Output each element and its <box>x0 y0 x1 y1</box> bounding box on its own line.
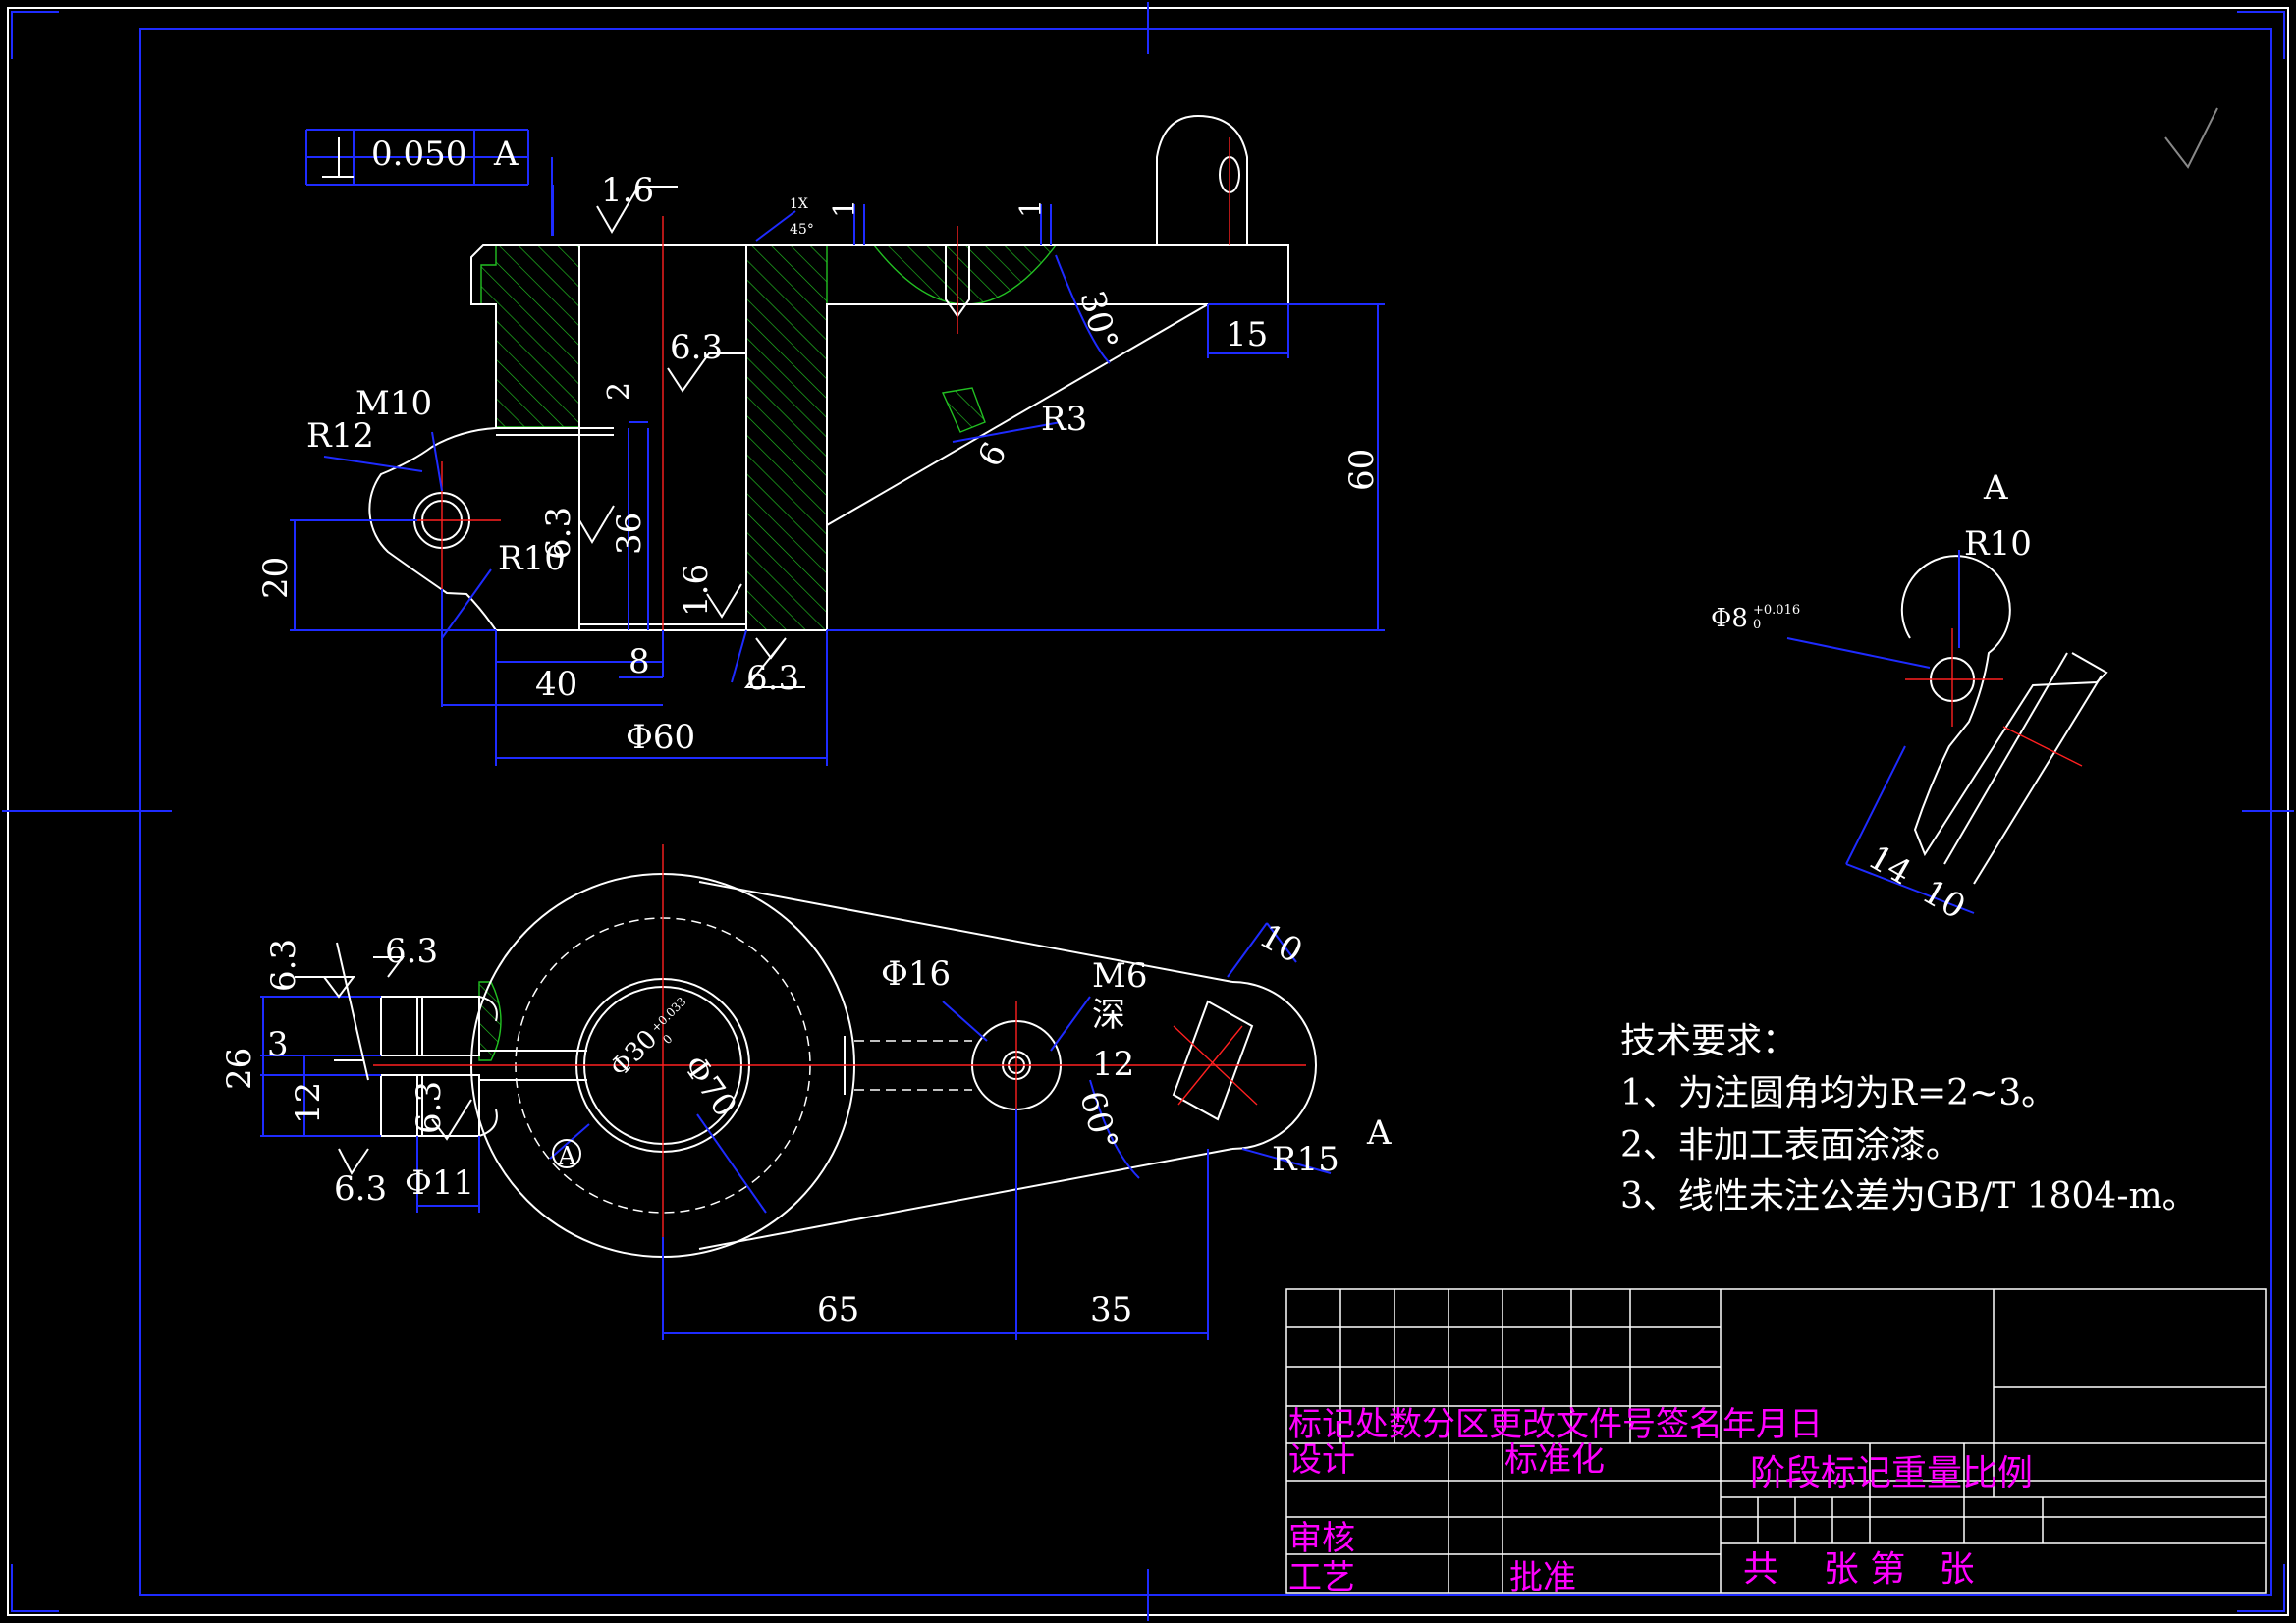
hatch-lug <box>478 981 502 1061</box>
tolerance-datum: A <box>493 135 519 174</box>
top-view <box>290 114 1385 766</box>
tech-title: 技术要求： <box>1620 1021 1797 1061</box>
hatch-hole <box>872 244 1058 305</box>
tech-item-2: 2、非加工表面涂漆。 <box>1620 1125 1961 1165</box>
dim-36: 36 <box>610 513 649 555</box>
bv-dim-26: 26 <box>220 1048 259 1090</box>
bv-dim-65: 65 <box>817 1290 859 1329</box>
r10-label: R10 <box>498 539 566 578</box>
bv-phi16: Φ16 <box>881 954 951 994</box>
chamfer-angle: 45° <box>790 222 814 238</box>
bv-phi30-tol-up: +0.033 <box>648 995 688 1035</box>
view-a: A R10 Φ8 +0.016 0 14 10 <box>1711 468 2108 927</box>
r12-label: R12 <box>306 416 374 456</box>
bv-deep: 深 <box>1092 996 1125 1035</box>
hatch-rib <box>941 387 986 433</box>
tech-item-3: 3、线性未注公差为GB/T 1804-m。 <box>1620 1176 2198 1217</box>
outer-frame <box>7 7 2289 1616</box>
bv-phi30: Φ30 <box>605 1024 664 1083</box>
m10-label: M10 <box>355 384 432 423</box>
bv-angle-60: 60° <box>1071 1087 1124 1155</box>
bv-roughness-top: 6.3 <box>385 932 438 971</box>
tb-row-headers: 标记处数分区更改文件号签名年月日 <box>1288 1405 1823 1444</box>
view-a-outline <box>1900 555 2108 857</box>
dim-1-right: 1 <box>1014 199 1049 218</box>
dim-40: 40 <box>535 665 577 704</box>
roughness-16-b: 1.6 <box>677 564 716 617</box>
bv-m6: M6 <box>1092 956 1147 996</box>
bv-roughness-left: 6.3 <box>264 939 303 992</box>
dim-2: 2 <box>602 382 636 401</box>
dim-60: 60 <box>1342 449 1382 491</box>
bv-roughness-mid: 6.3 <box>410 1081 449 1134</box>
view-a-phi8: Φ8 <box>1711 604 1748 633</box>
r3-label: R3 <box>1041 400 1087 439</box>
bv-dim-12: 12 <box>289 1082 328 1124</box>
dim-8: 8 <box>629 642 650 681</box>
dim-1-left: 1 <box>828 199 862 218</box>
roughness-63-c: 6.3 <box>746 659 799 698</box>
corner-check-icon <box>2164 107 2218 169</box>
dim-15: 15 <box>1226 315 1268 354</box>
tolerance-value: 0.050 <box>371 135 466 174</box>
roughness-63-a: 6.3 <box>670 328 723 367</box>
bv-dim-3: 3 <box>267 1025 289 1064</box>
tb-approve: 批准 <box>1509 1558 1576 1597</box>
bottom-view <box>260 844 1332 1340</box>
roughness-63-b: 6.3 <box>539 507 578 560</box>
bv-phi70: Φ70 <box>676 1049 744 1124</box>
tb-process: 工艺 <box>1288 1558 1355 1597</box>
view-a-label: A <box>1983 468 2008 508</box>
top-view-labels: 0.050 A 1.6 1X 45° 1 1 30° 15 60 6.3 2 M… <box>256 135 1382 757</box>
view-a-dim-14: 14 <box>1862 838 1918 893</box>
tech-requirements: 技术要求： 1、为注圆角均为R=2~3。 2、非加工表面涂漆。 3、线性未注公差… <box>1620 1021 2198 1217</box>
view-a-dim-10: 10 <box>1916 872 1972 927</box>
view-a-r10: R10 <box>1964 524 2032 564</box>
phi60-label: Φ60 <box>626 718 695 757</box>
bv-roughness-bottom: 6.3 <box>334 1169 387 1209</box>
dim-6: 6 <box>970 436 1014 474</box>
roughness-top: 1.6 <box>601 171 654 210</box>
tb-stage-weight-ratio: 阶段标记重量比例 <box>1750 1453 2033 1493</box>
bv-dim-35: 35 <box>1090 1290 1132 1329</box>
tb-design: 设计 <box>1288 1440 1355 1480</box>
lug <box>1156 114 1248 245</box>
bv-arrow-a: A <box>1366 1113 1392 1153</box>
title-block: 标记处数分区更改文件号签名年月日 设计 标准化 阶段标记重量比例 审核 工艺 批… <box>1285 1288 2267 1597</box>
dim-20: 20 <box>256 557 296 599</box>
view-a-phi8-tol-up: +0.016 <box>1753 603 1800 618</box>
bv-deep-12: 12 <box>1092 1045 1134 1084</box>
chamfer-label: 1X <box>790 196 808 212</box>
bv-r15: R15 <box>1272 1140 1339 1179</box>
tb-sheets: 共 张 第 张 <box>1743 1549 1975 1590</box>
view-a-phi8-tol-low: 0 <box>1753 618 1761 632</box>
bv-label-a-circle: A <box>557 1142 577 1171</box>
tb-standardize: 标准化 <box>1504 1440 1605 1480</box>
arm-end <box>1231 981 1317 1150</box>
tech-item-1: 1、为注圆角均为R=2~3。 <box>1620 1073 2056 1113</box>
bv-dim-10: 10 <box>1253 916 1309 971</box>
angle-30: 30° <box>1071 287 1124 354</box>
tb-review: 审核 <box>1288 1519 1355 1558</box>
hatch-right <box>745 244 828 631</box>
bv-phi11: Φ11 <box>405 1163 474 1203</box>
